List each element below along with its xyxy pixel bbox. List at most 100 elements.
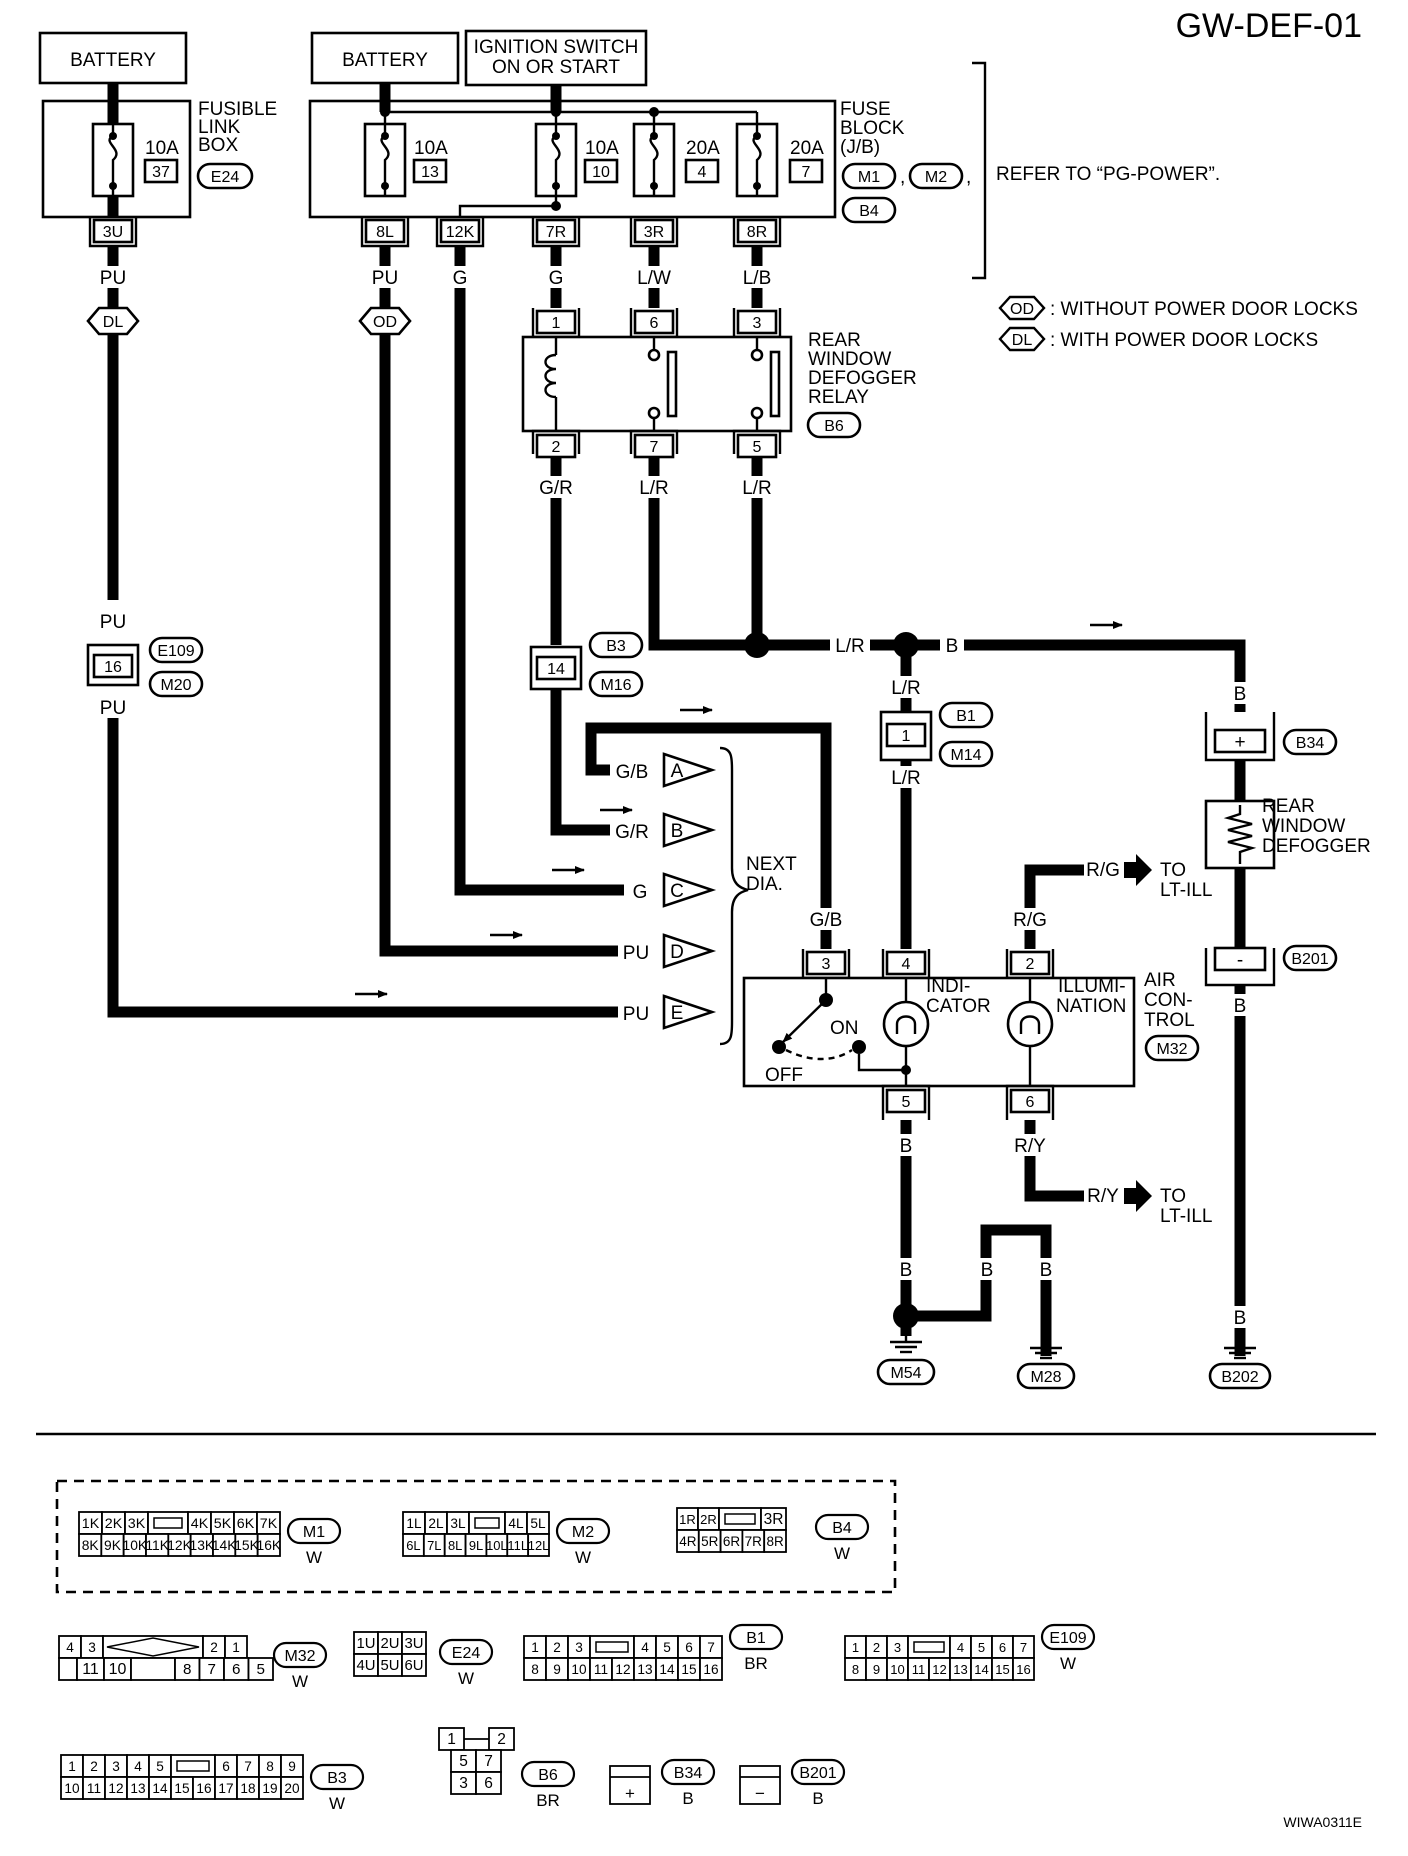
cv-e109-key-slot <box>913 1641 945 1653</box>
next-b-letter: B <box>671 821 684 842</box>
cv-b3-pin: 6 <box>222 1759 230 1774</box>
cv-b3-pin: 4 <box>134 1759 142 1774</box>
cv-b1-pin: 2 <box>553 1640 561 1655</box>
cv-b34-body <box>609 1765 651 1805</box>
cv-m2-pin: 9L <box>469 1538 483 1553</box>
illumination-label-2: NATION <box>1056 996 1126 1017</box>
connector-b34-oval <box>1282 728 1338 756</box>
next-c-triangle <box>662 872 717 908</box>
cv-e24-pin: 5U <box>380 1658 399 1674</box>
relay-pin-1-label: 1 <box>552 315 561 332</box>
cv-m2-pin: 2L <box>428 1516 444 1531</box>
fuse-7 <box>735 122 779 198</box>
connector-e24-oval <box>196 162 254 190</box>
illumination-label-1: ILLUMI- <box>1058 976 1126 997</box>
relay-label-4: RELAY <box>808 387 869 408</box>
battery-left-label: BATTERY <box>70 50 156 71</box>
cv-m1-pin: 9K <box>104 1537 122 1553</box>
connector-e109-oval <box>148 636 204 664</box>
cv-b3-pin: 7 <box>244 1759 252 1774</box>
defogger-minus-label: - <box>1237 950 1243 971</box>
option-od-label: OD <box>373 314 397 331</box>
battery-right-label: BATTERY <box>342 50 428 71</box>
cv-m1-pin: 8K <box>82 1537 100 1553</box>
cv-b3-pin: 2 <box>90 1759 98 1774</box>
defogger-minus-terminal <box>1204 946 1276 987</box>
cv-m32-pin: 1 <box>232 1640 240 1655</box>
relay-pin-7 <box>629 429 679 459</box>
cv-b1-pin: 6 <box>685 1640 693 1655</box>
fuse-10-number-box <box>583 158 619 184</box>
cv-b3-name: B3 <box>327 1770 347 1787</box>
page-id: GW-DEF-01 <box>1176 7 1362 45</box>
cv-e109-pin: 11 <box>912 1662 926 1677</box>
cv-b3-key-slot <box>176 1760 210 1772</box>
next-e-triangle <box>662 994 717 1030</box>
ground-m28-icon <box>1030 1342 1062 1360</box>
cv-b6-color: BR <box>536 1791 560 1810</box>
relay-label-3: DEFOGGER <box>808 368 917 389</box>
cv-b201-body <box>739 1765 781 1805</box>
cv-m32-pin: 8 <box>183 1661 191 1678</box>
wire-label-ry-vertical: R/Y <box>1014 1136 1046 1157</box>
cv-b3-pin: 9 <box>288 1759 296 1774</box>
cv-m2-pin: 7L <box>427 1538 441 1553</box>
relay-contact-2 <box>750 337 781 431</box>
ground-b202-oval <box>1208 1362 1272 1390</box>
connector-m2-label: M2 <box>925 169 947 186</box>
cv-m2-name: M2 <box>572 1524 594 1541</box>
next-b-wire: G/R <box>615 822 649 843</box>
cv-m1-pin: 12K <box>167 1537 192 1553</box>
wire-pu-dl-lower <box>107 715 628 1018</box>
cv-e109-pin: 6 <box>999 1640 1006 1655</box>
fuse-block-label-1: FUSE <box>840 99 891 120</box>
cv-b3-pin: 20 <box>284 1781 300 1796</box>
cv-m32-pin: 5 <box>257 1661 265 1678</box>
cv-b1-color: BR <box>744 1654 768 1673</box>
indicator-label-1: INDI- <box>926 976 970 997</box>
cv-m32-name: M32 <box>284 1648 315 1665</box>
air-control-pin-5-label: 5 <box>902 1094 911 1111</box>
cv-b34-oval <box>660 1758 716 1786</box>
cv-b1-pin: 16 <box>703 1662 718 1677</box>
cv-b1-pin: 7 <box>707 1640 715 1655</box>
cv-e109-pin: 10 <box>890 1662 904 1677</box>
fuse-block-label-2: BLOCK <box>840 118 905 139</box>
cv-b1-pin: 10 <box>571 1662 587 1677</box>
fuse-block-connector-group <box>55 1479 897 1594</box>
relay-coil <box>544 337 558 431</box>
cv-m32-pin: 4 <box>66 1640 74 1655</box>
cv-m2-pin: 10L <box>486 1538 508 1553</box>
connector-m14-oval <box>938 740 994 768</box>
cv-e109-color: W <box>1060 1654 1076 1673</box>
cv-b4-pin: 7R <box>745 1534 763 1549</box>
cv-b1-name: B1 <box>746 1630 766 1647</box>
cv-b34-sym: + <box>625 1784 635 1803</box>
defogger-label-2: WINDOW <box>1262 816 1345 837</box>
relay-pin-5-label: 5 <box>753 439 762 456</box>
cv-b6-oval <box>520 1760 576 1788</box>
splice-lr <box>744 632 770 658</box>
cv-b34-name: B34 <box>674 1765 703 1782</box>
wire-lr-7 <box>648 454 906 651</box>
cv-m1-pin: 6K <box>237 1516 255 1532</box>
cv-m2-pin: 12L <box>528 1538 550 1553</box>
wire-label-lw: L/W <box>637 268 671 289</box>
air-control-pin-3-label: 3 <box>822 956 831 973</box>
joint-pu-pin: 16 <box>104 659 122 676</box>
fusible-link-label-1: FUSIBLE <box>198 99 277 120</box>
wire-label-pu-joint-bottom: PU <box>100 698 126 719</box>
refer-text: REFER TO “PG-POWER”. <box>996 164 1220 185</box>
cv-b1-pin: 3 <box>575 1640 583 1655</box>
wire-label-b-mid: B <box>946 636 959 657</box>
terminal-3r-label: 3R <box>644 224 664 241</box>
air-control-pin-6 <box>1005 1084 1055 1120</box>
connector-m1-label: M1 <box>858 169 880 186</box>
cv-m2-pin: 3L <box>450 1516 466 1531</box>
cv-b4-pin: 1R <box>679 1512 696 1527</box>
connector-b201-oval <box>1282 944 1338 972</box>
cv-b1-pin: 11 <box>594 1662 608 1677</box>
ground-b202-icon <box>1224 1342 1256 1360</box>
cv-e109-pin: 3 <box>894 1640 901 1655</box>
